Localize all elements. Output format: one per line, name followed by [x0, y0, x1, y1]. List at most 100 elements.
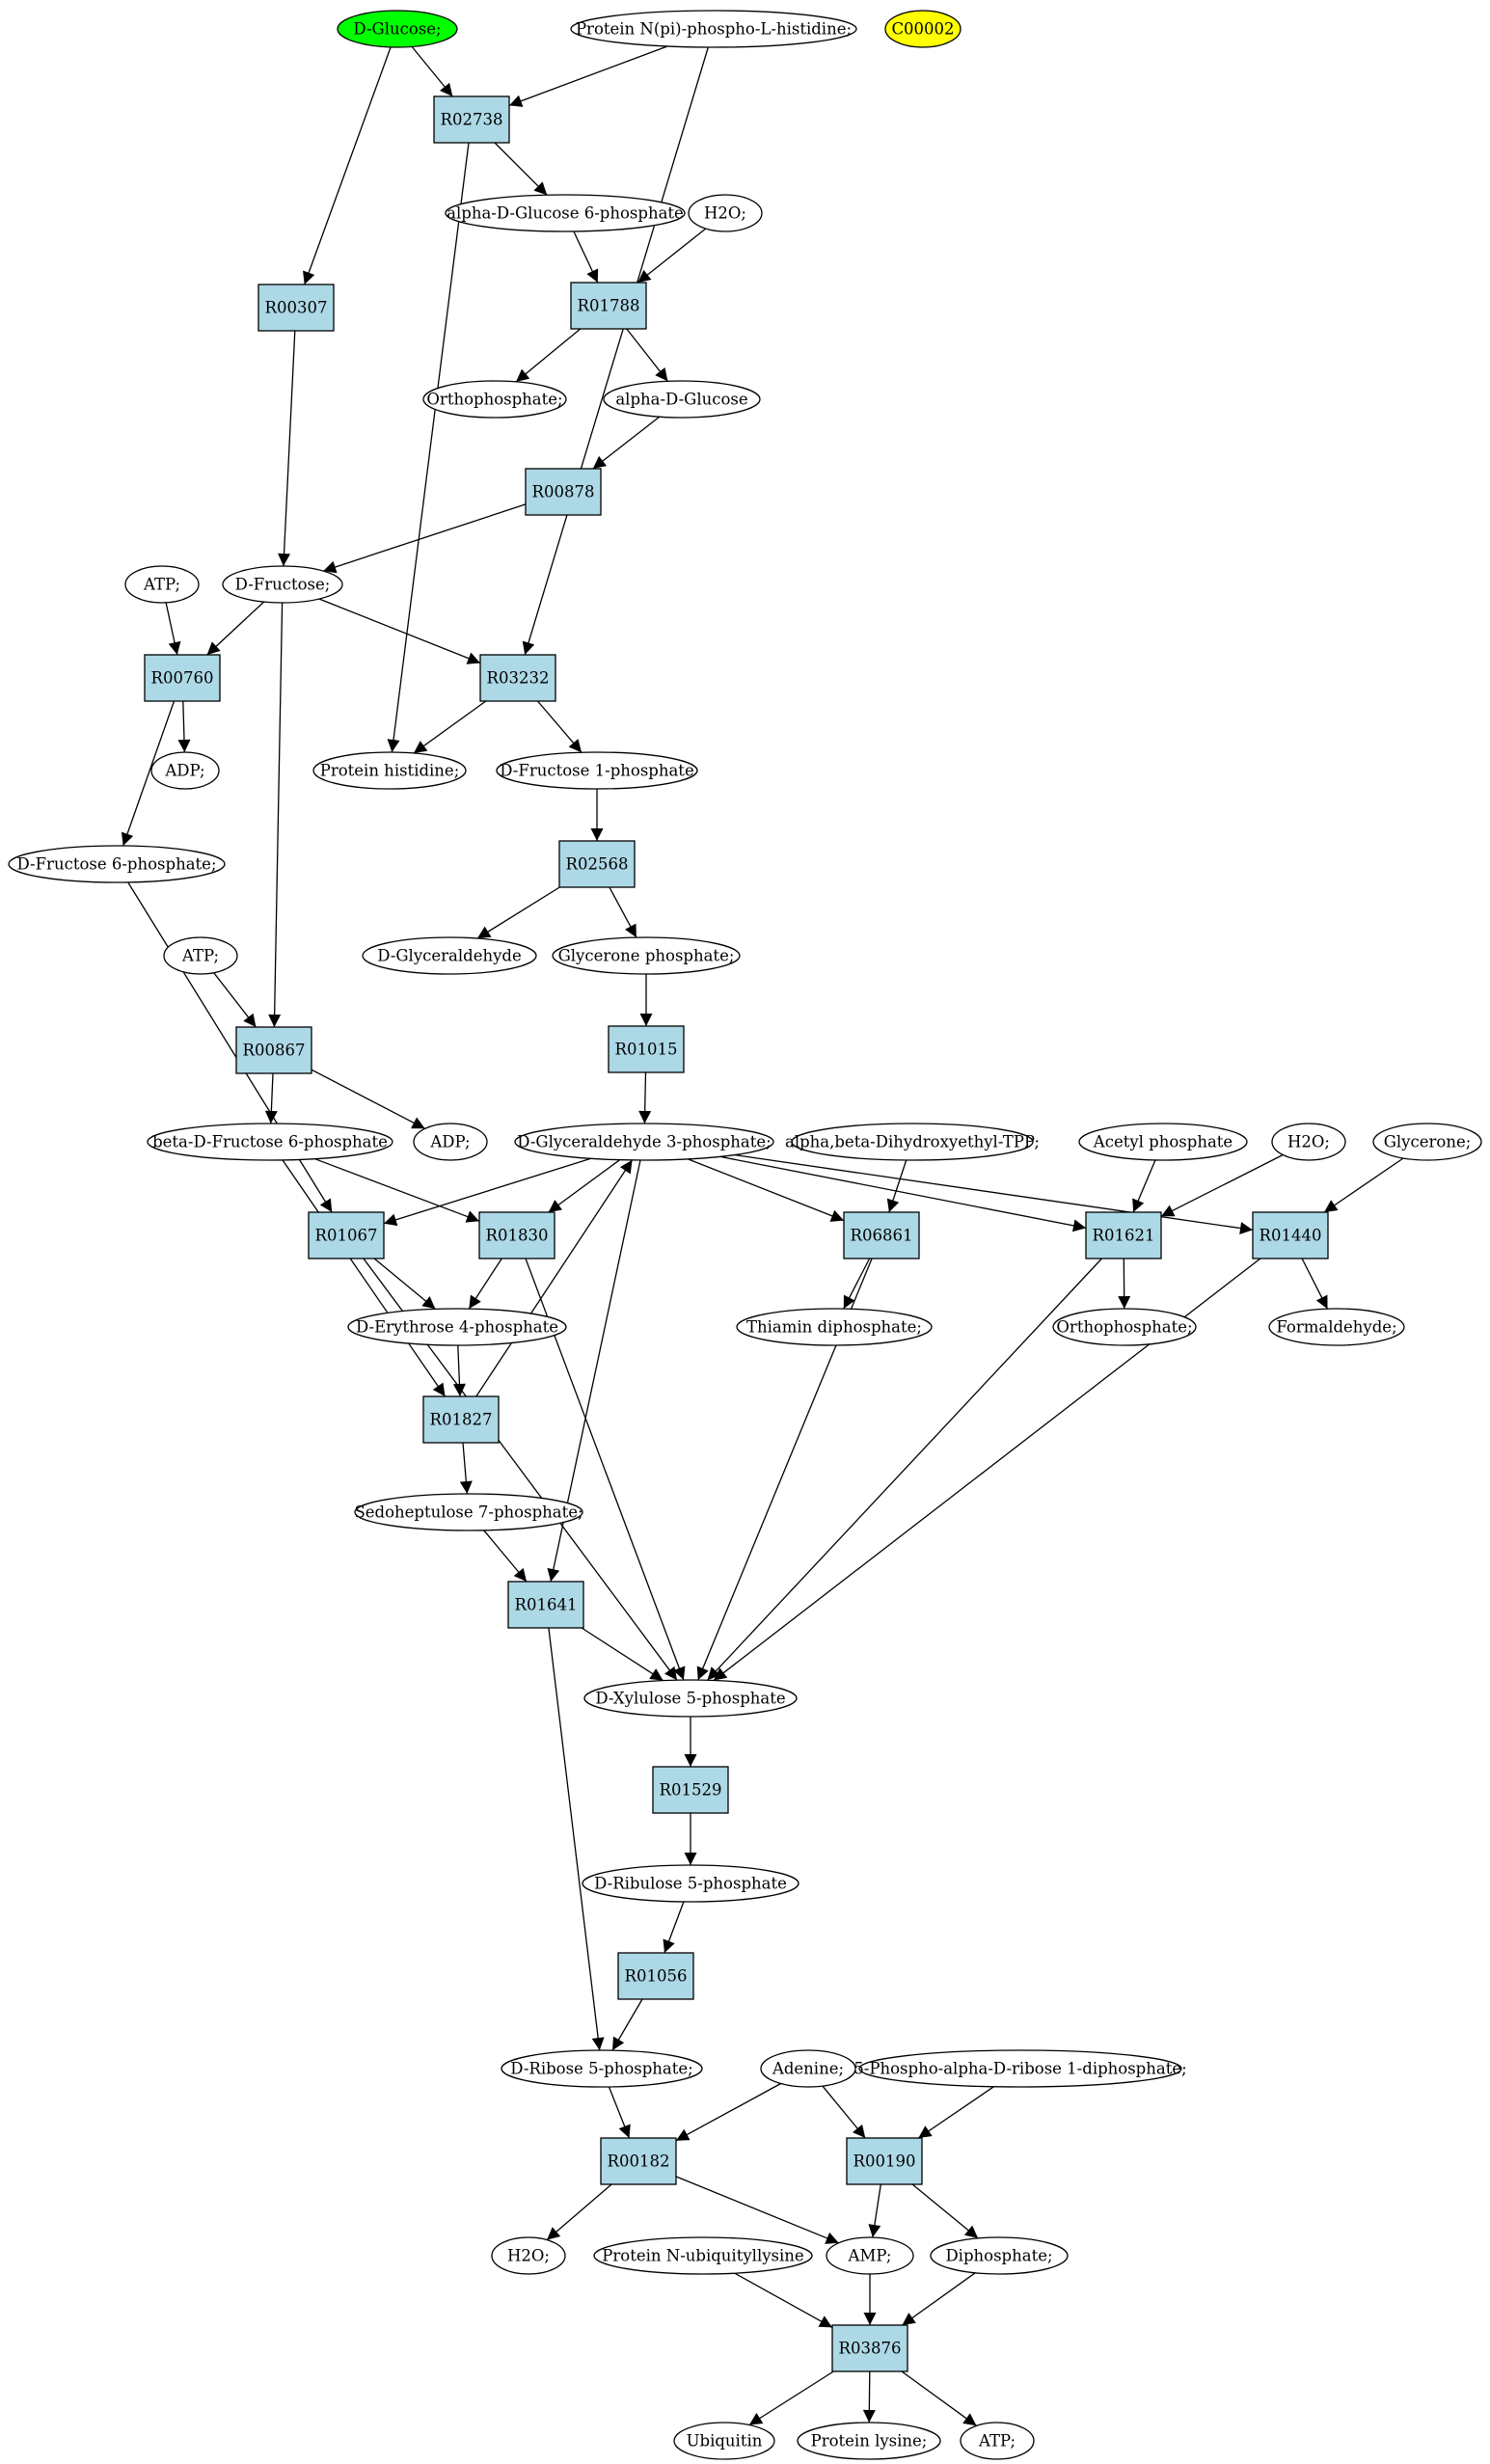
node-label: ADP; — [429, 1133, 470, 1151]
edge-R01056-to-r5p — [611, 1998, 643, 2051]
reaction-box — [558, 840, 636, 888]
node-label: 5-Phospho-alpha-D-ribose 1-diphosphate; — [853, 2060, 1186, 2078]
node-label: Glycerone phosphate; — [558, 947, 735, 965]
compound-node-ubq: Ubiquitin — [673, 2422, 775, 2460]
edge-glycerone-to-R01440 — [1323, 1157, 1404, 1213]
edge-g3p-to-R01830 — [548, 1159, 620, 1213]
compound-node-ortho1: Orthophosphate; — [422, 380, 567, 419]
edge-protNpi-to-R03232 — [522, 46, 709, 656]
node-label: R01529 — [660, 1781, 722, 1800]
compound-ellipse — [797, 2422, 941, 2460]
reaction-node-r01015: R01015 — [608, 1025, 685, 1073]
edge-adenine-to-R00190 — [822, 2085, 866, 2139]
reaction-box — [608, 1025, 685, 1073]
edge-fru-to-R00760 — [206, 601, 265, 656]
compound-node-formald: Formaldehyde; — [1268, 1308, 1405, 1346]
node-label: D-Glyceraldehyde — [377, 947, 522, 965]
node-label: R01621 — [1093, 1227, 1155, 1245]
reaction-box — [846, 2137, 923, 2185]
compound-node-atp3: ATP; — [960, 2422, 1035, 2460]
compound-ellipse — [884, 10, 962, 48]
node-label: Ubiquitin — [687, 2432, 763, 2450]
node-label: Orthophosphate; — [426, 391, 562, 409]
compound-ellipse — [552, 936, 741, 975]
edge-R00307-to-fru — [278, 330, 296, 567]
compound-ellipse — [603, 380, 761, 419]
compound-node-adp1: ADP; — [150, 751, 220, 790]
node-label: R01440 — [1260, 1227, 1322, 1245]
compound-ellipse — [582, 1864, 799, 1903]
node-label: R00878 — [532, 483, 595, 501]
compound-ellipse — [422, 380, 567, 419]
edge-R02738-to-ag6p — [494, 142, 548, 196]
compound-ellipse — [1078, 1123, 1248, 1161]
node-label: D-Fructose; — [235, 576, 331, 594]
reaction-node-r00190: R00190 — [846, 2137, 923, 2185]
node-label: Glycerone; — [1384, 1133, 1472, 1151]
edge-adglc-to-R00878 — [592, 416, 661, 470]
edge-atp2-to-R00867 — [213, 972, 257, 1028]
compound-node-ru5p: D-Ribulose 5-phosphate — [582, 1864, 799, 1903]
compound-node-abtpp: alpha,beta-Dihydroxyethyl-TPP; — [785, 1123, 1040, 1161]
edge-R00878-to-fru — [322, 503, 527, 574]
node-label: R06861 — [851, 1227, 913, 1245]
edge-acp-to-R01621 — [1132, 1159, 1156, 1213]
node-label: H2O; — [704, 204, 746, 223]
edge-R01440-to-formald — [1301, 1258, 1329, 1310]
compound-node-prpp: 5-Phospho-alpha-D-ribose 1-diphosphate; — [853, 2049, 1187, 2088]
node-label: Protein N-ubiquityllysine — [602, 2247, 803, 2265]
edge-R01015-to-g3p — [638, 1071, 652, 1124]
reaction-node-r01529: R01529 — [652, 1766, 729, 1814]
compound-ellipse — [673, 2422, 775, 2460]
node-label: D-Xylulose 5-phosphate — [595, 1690, 785, 1708]
reaction-node-r01056: R01056 — [617, 1952, 694, 2000]
compound-node-fru: D-Fructose; — [222, 565, 343, 604]
compound-node-c00002: C00002 — [884, 10, 962, 48]
edge-ag6p-to-R01788 — [573, 230, 599, 284]
compound-node-ag6p: alpha-D-Glucose 6-phosphate — [445, 194, 686, 232]
node-label: R01830 — [486, 1227, 549, 1245]
edge-adenine-to-R00182 — [675, 2082, 781, 2142]
compound-ellipse — [593, 2236, 813, 2275]
compound-ellipse — [222, 565, 343, 604]
compound-ellipse — [930, 2236, 1069, 2275]
node-label: ATP; — [181, 947, 219, 965]
edge-R00760-to-adp1 — [177, 700, 191, 753]
compound-ellipse — [337, 10, 458, 48]
edge-g3p-to-R01621 — [719, 1155, 1087, 1232]
compound-ellipse — [347, 1308, 567, 1346]
compound-ellipse — [124, 565, 200, 604]
edge-R00190-to-diph — [911, 2183, 979, 2239]
node-label: D-Glucose; — [353, 20, 441, 39]
reaction-node-r00307: R00307 — [257, 284, 335, 332]
compound-ellipse — [826, 2236, 914, 2275]
edge-R02568-to-glyp — [609, 886, 637, 938]
edge-R01827-to-g3p — [475, 1159, 634, 1397]
compound-ellipse — [514, 1123, 774, 1161]
reaction-box — [235, 1026, 312, 1074]
node-label: R03876 — [839, 2340, 902, 2358]
compound-ellipse — [8, 845, 226, 883]
edge-h2o2-to-R01621 — [1160, 1153, 1284, 1217]
edge-g3p-to-R06861 — [688, 1158, 845, 1222]
node-label: Sedoheptulose 7-phosphate; — [354, 1503, 582, 1522]
node-label: R00182 — [608, 2153, 670, 2171]
compound-node-protlys: Protein lysine; — [797, 2422, 941, 2460]
edge-fru-to-R03232 — [318, 598, 481, 664]
node-label: R00190 — [853, 2153, 916, 2171]
edge-R00190-to-amp — [868, 2183, 881, 2238]
edge-g3p-to-R01440 — [734, 1153, 1254, 1234]
compound-node-adenine: Adenine; — [760, 2049, 856, 2088]
compound-ellipse — [501, 2049, 703, 2088]
reaction-node-r02738: R02738 — [433, 95, 510, 144]
node-label: D-Ribulose 5-phosphate — [594, 1875, 787, 1893]
reaction-node-r00867: R00867 — [235, 1026, 312, 1074]
compound-ellipse — [491, 2236, 566, 2275]
edge-R01067-to-e4p — [373, 1258, 436, 1310]
nodes-layer: D-Glucose;Protein N(pi)-phospho-L-histid… — [8, 10, 1482, 2460]
reaction-box — [422, 1395, 500, 1444]
edge-bf6p-to-R01830 — [314, 1158, 480, 1223]
compound-ellipse — [583, 1679, 798, 1718]
node-label: Acetyl phosphate — [1093, 1133, 1233, 1151]
edge-R03876-to-protlys — [862, 2370, 876, 2423]
